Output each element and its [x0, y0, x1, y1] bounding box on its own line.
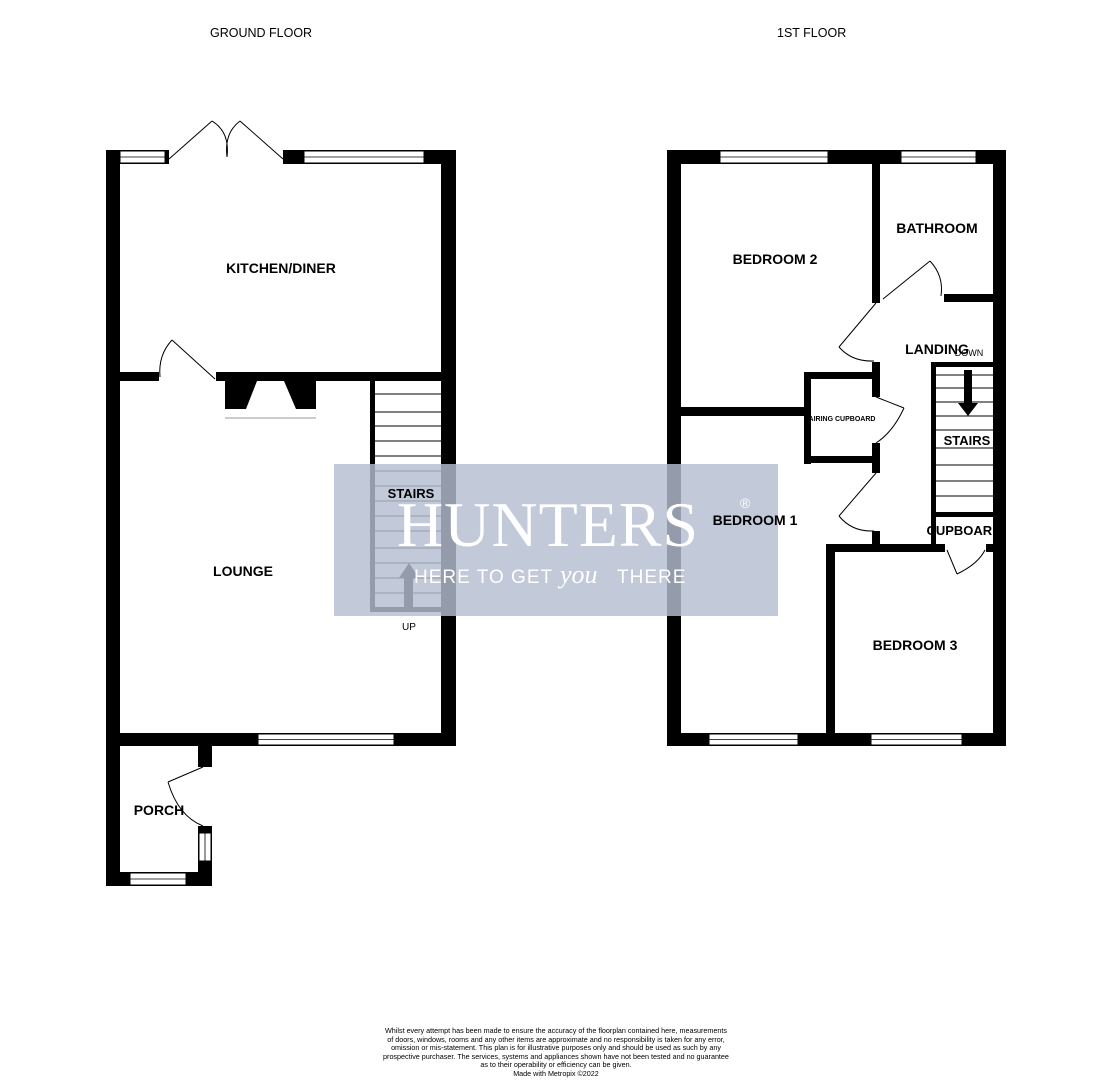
first-floor-plan	[667, 150, 1006, 746]
watermark-tagline-end: THERE	[617, 567, 686, 588]
ground-doors	[159, 120, 284, 827]
hunters-watermark: HUNTERS ® HERE TO GET you THERE	[334, 464, 778, 616]
disclaimer: Whilst every attempt has been made to en…	[356, 1026, 756, 1079]
disclaimer-line: prospective purchaser. The services, sys…	[383, 1051, 729, 1061]
stairs-up-label: UP	[402, 622, 416, 633]
room-label-bedroom3: BEDROOM 3	[873, 637, 958, 653]
room-label-stairs-ground: STAIRS	[388, 486, 435, 501]
watermark-tagline-start: HERE TO GET	[414, 567, 553, 588]
disclaimer-credit: Made with Metropix ©2022	[513, 1068, 599, 1078]
room-label-lounge: LOUNGE	[213, 563, 273, 579]
room-labels: KITCHEN/DINER LOUNGE PORCH STAIRS UP BED…	[134, 220, 1002, 818]
disclaimer-line: Whilst every attempt has been made to en…	[385, 1026, 727, 1035]
first-floor-title: 1ST FLOOR	[777, 26, 847, 40]
room-label-airing-cupboard: AIRING CUPBOARD	[809, 416, 876, 423]
room-label-landing: LANDING	[905, 341, 969, 357]
room-label-bathroom: BATHROOM	[896, 220, 977, 236]
room-label-kitchen: KITCHEN/DINER	[226, 260, 336, 276]
disclaimer-line: of doors, windows, rooms and any other i…	[387, 1034, 725, 1044]
room-label-porch: PORCH	[134, 802, 185, 818]
disclaimer-line: as to their operability or efficiency ca…	[480, 1060, 632, 1070]
room-label-bedroom1: BEDROOM 1	[713, 512, 798, 528]
stairs-down-arrow	[958, 370, 978, 416]
ground-floor-title: GROUND FLOOR	[210, 26, 313, 40]
stairs-down-label: DOWN	[955, 348, 984, 358]
room-label-cupboard: CUPBOARD	[926, 523, 1001, 538]
room-label-bedroom2: BEDROOM 2	[733, 251, 818, 267]
watermark-brand: HUNTERS	[397, 489, 699, 560]
room-label-stairs-first: STAIRS	[944, 433, 991, 448]
disclaimer-line: omission or mis-statement. This plan is …	[391, 1043, 721, 1053]
watermark-registered: ®	[740, 495, 751, 511]
watermark-tagline-em: you	[557, 560, 598, 589]
first-doors	[838, 260, 986, 575]
